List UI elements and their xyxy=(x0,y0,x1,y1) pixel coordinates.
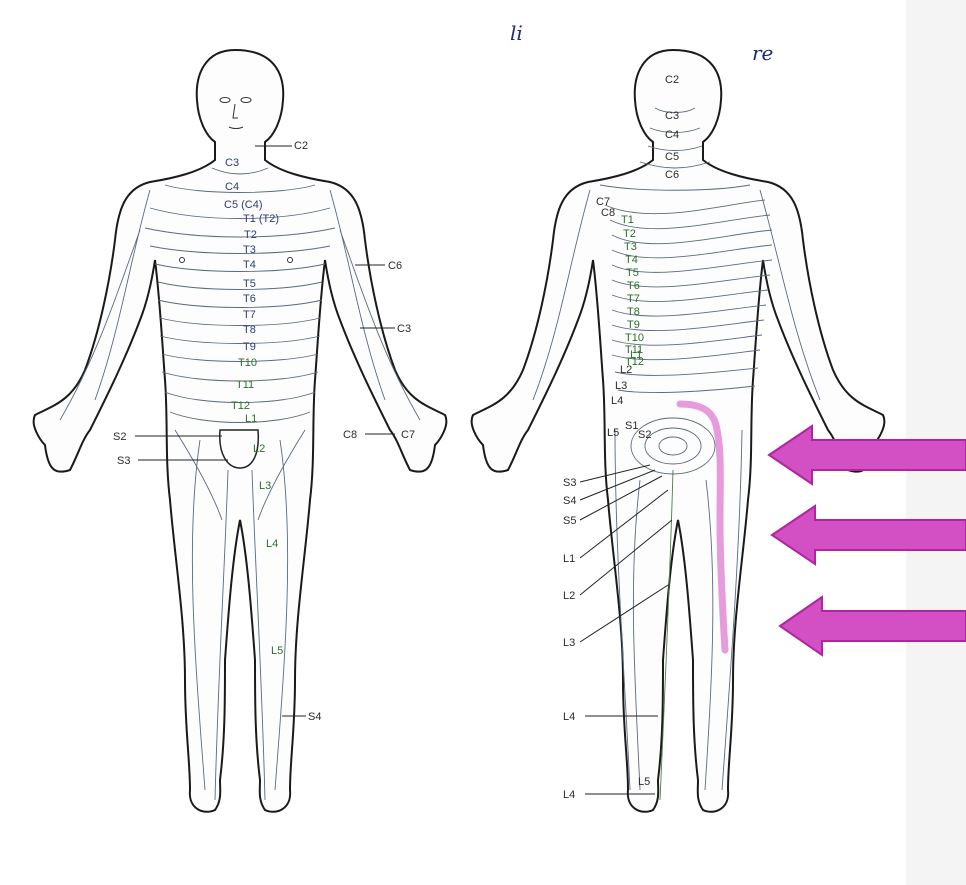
back-label-t9: T9 xyxy=(627,319,640,331)
front-label-s2: S2 xyxy=(113,431,126,443)
front-label-c5c4: C5 (C4) xyxy=(224,199,263,211)
back-body-outline xyxy=(472,50,885,812)
front-label-l5: L5 xyxy=(271,645,283,657)
back-label-c3: C3 xyxy=(665,110,679,122)
back-label-s1: S1 xyxy=(625,420,638,432)
back-label-t4: T4 xyxy=(625,254,638,266)
back-label-c2: C2 xyxy=(665,74,679,86)
back-label-s2: S2 xyxy=(638,429,651,441)
front-label-c7: C7 xyxy=(401,429,415,441)
front-label-c3-arm: C3 xyxy=(397,323,411,335)
back-label-t8: T8 xyxy=(627,306,640,318)
back-label-l4-leg: L4 xyxy=(563,711,575,723)
front-label-l1: L1 xyxy=(245,413,257,425)
back-label-l2: L2 xyxy=(563,590,575,602)
back-label-l1-spine: L1 xyxy=(630,349,642,361)
front-label-t3: T3 xyxy=(243,244,256,256)
back-label-l5-spine: L5 xyxy=(607,427,619,439)
annotation-arrows xyxy=(769,426,966,655)
back-label-l1: L1 xyxy=(563,553,575,565)
front-label-l3: L3 xyxy=(259,480,271,492)
back-figure: C2 C3 C4 C5 C6 C7 C8 T1 T2 T3 T4 T5 T6 T… xyxy=(472,50,885,812)
back-label-t1: T1 xyxy=(621,214,634,226)
front-label-t4: T4 xyxy=(243,259,256,271)
front-label-t2: T2 xyxy=(244,229,257,241)
back-label-c8: C8 xyxy=(601,207,615,219)
back-label-l5-foot: L5 xyxy=(638,776,650,788)
front-label-t5: T5 xyxy=(243,278,256,290)
handwriting-left: li xyxy=(510,21,523,45)
front-label-t12: T12 xyxy=(231,400,250,412)
front-label-c3: C3 xyxy=(225,157,239,169)
front-label-t10: T10 xyxy=(238,357,257,369)
back-label-l2-spine: L2 xyxy=(620,364,632,376)
handwriting-right: re xyxy=(752,41,773,65)
front-figure: C2 C3 C4 C5 (C4) T1 (T2) T2 T3 T4 T5 T6 … xyxy=(34,50,447,812)
back-label-l4-foot: L4 xyxy=(563,789,575,801)
back-label-t5: T5 xyxy=(626,267,639,279)
front-body-outline xyxy=(34,50,447,812)
front-label-c4: C4 xyxy=(225,181,239,193)
back-label-c5: C5 xyxy=(665,151,679,163)
back-label-s3: S3 xyxy=(563,477,576,489)
back-label-t6: T6 xyxy=(627,280,640,292)
back-label-t10: T10 xyxy=(625,332,644,344)
front-label-t1t2: T1 (T2) xyxy=(243,213,279,225)
back-label-l4-spine: L4 xyxy=(611,395,623,407)
back-label-l3-spine: L3 xyxy=(615,380,627,392)
front-label-l4: L4 xyxy=(266,538,278,550)
front-label-s4: S4 xyxy=(308,711,321,723)
front-label-t11: T11 xyxy=(236,379,254,391)
back-label-l3: L3 xyxy=(563,637,575,649)
front-label-c6: C6 xyxy=(388,260,402,272)
back-label-c6: C6 xyxy=(665,169,679,181)
back-label-s4: S4 xyxy=(563,495,576,507)
back-label-t3: T3 xyxy=(624,241,637,253)
front-label-l2: L2 xyxy=(253,443,265,455)
front-label-t6: T6 xyxy=(243,293,256,305)
back-label-t2: T2 xyxy=(623,228,636,240)
front-label-t9: T9 xyxy=(243,341,256,353)
front-label-t8: T8 xyxy=(243,324,256,336)
front-label-t7: T7 xyxy=(243,309,256,321)
back-label-t7: T7 xyxy=(627,293,640,305)
front-label-c8: C8 xyxy=(343,429,357,441)
front-label-s3: S3 xyxy=(117,455,130,467)
back-label-c4: C4 xyxy=(665,129,679,141)
back-label-s5: S5 xyxy=(563,515,576,527)
front-label-c2: C2 xyxy=(294,140,308,152)
